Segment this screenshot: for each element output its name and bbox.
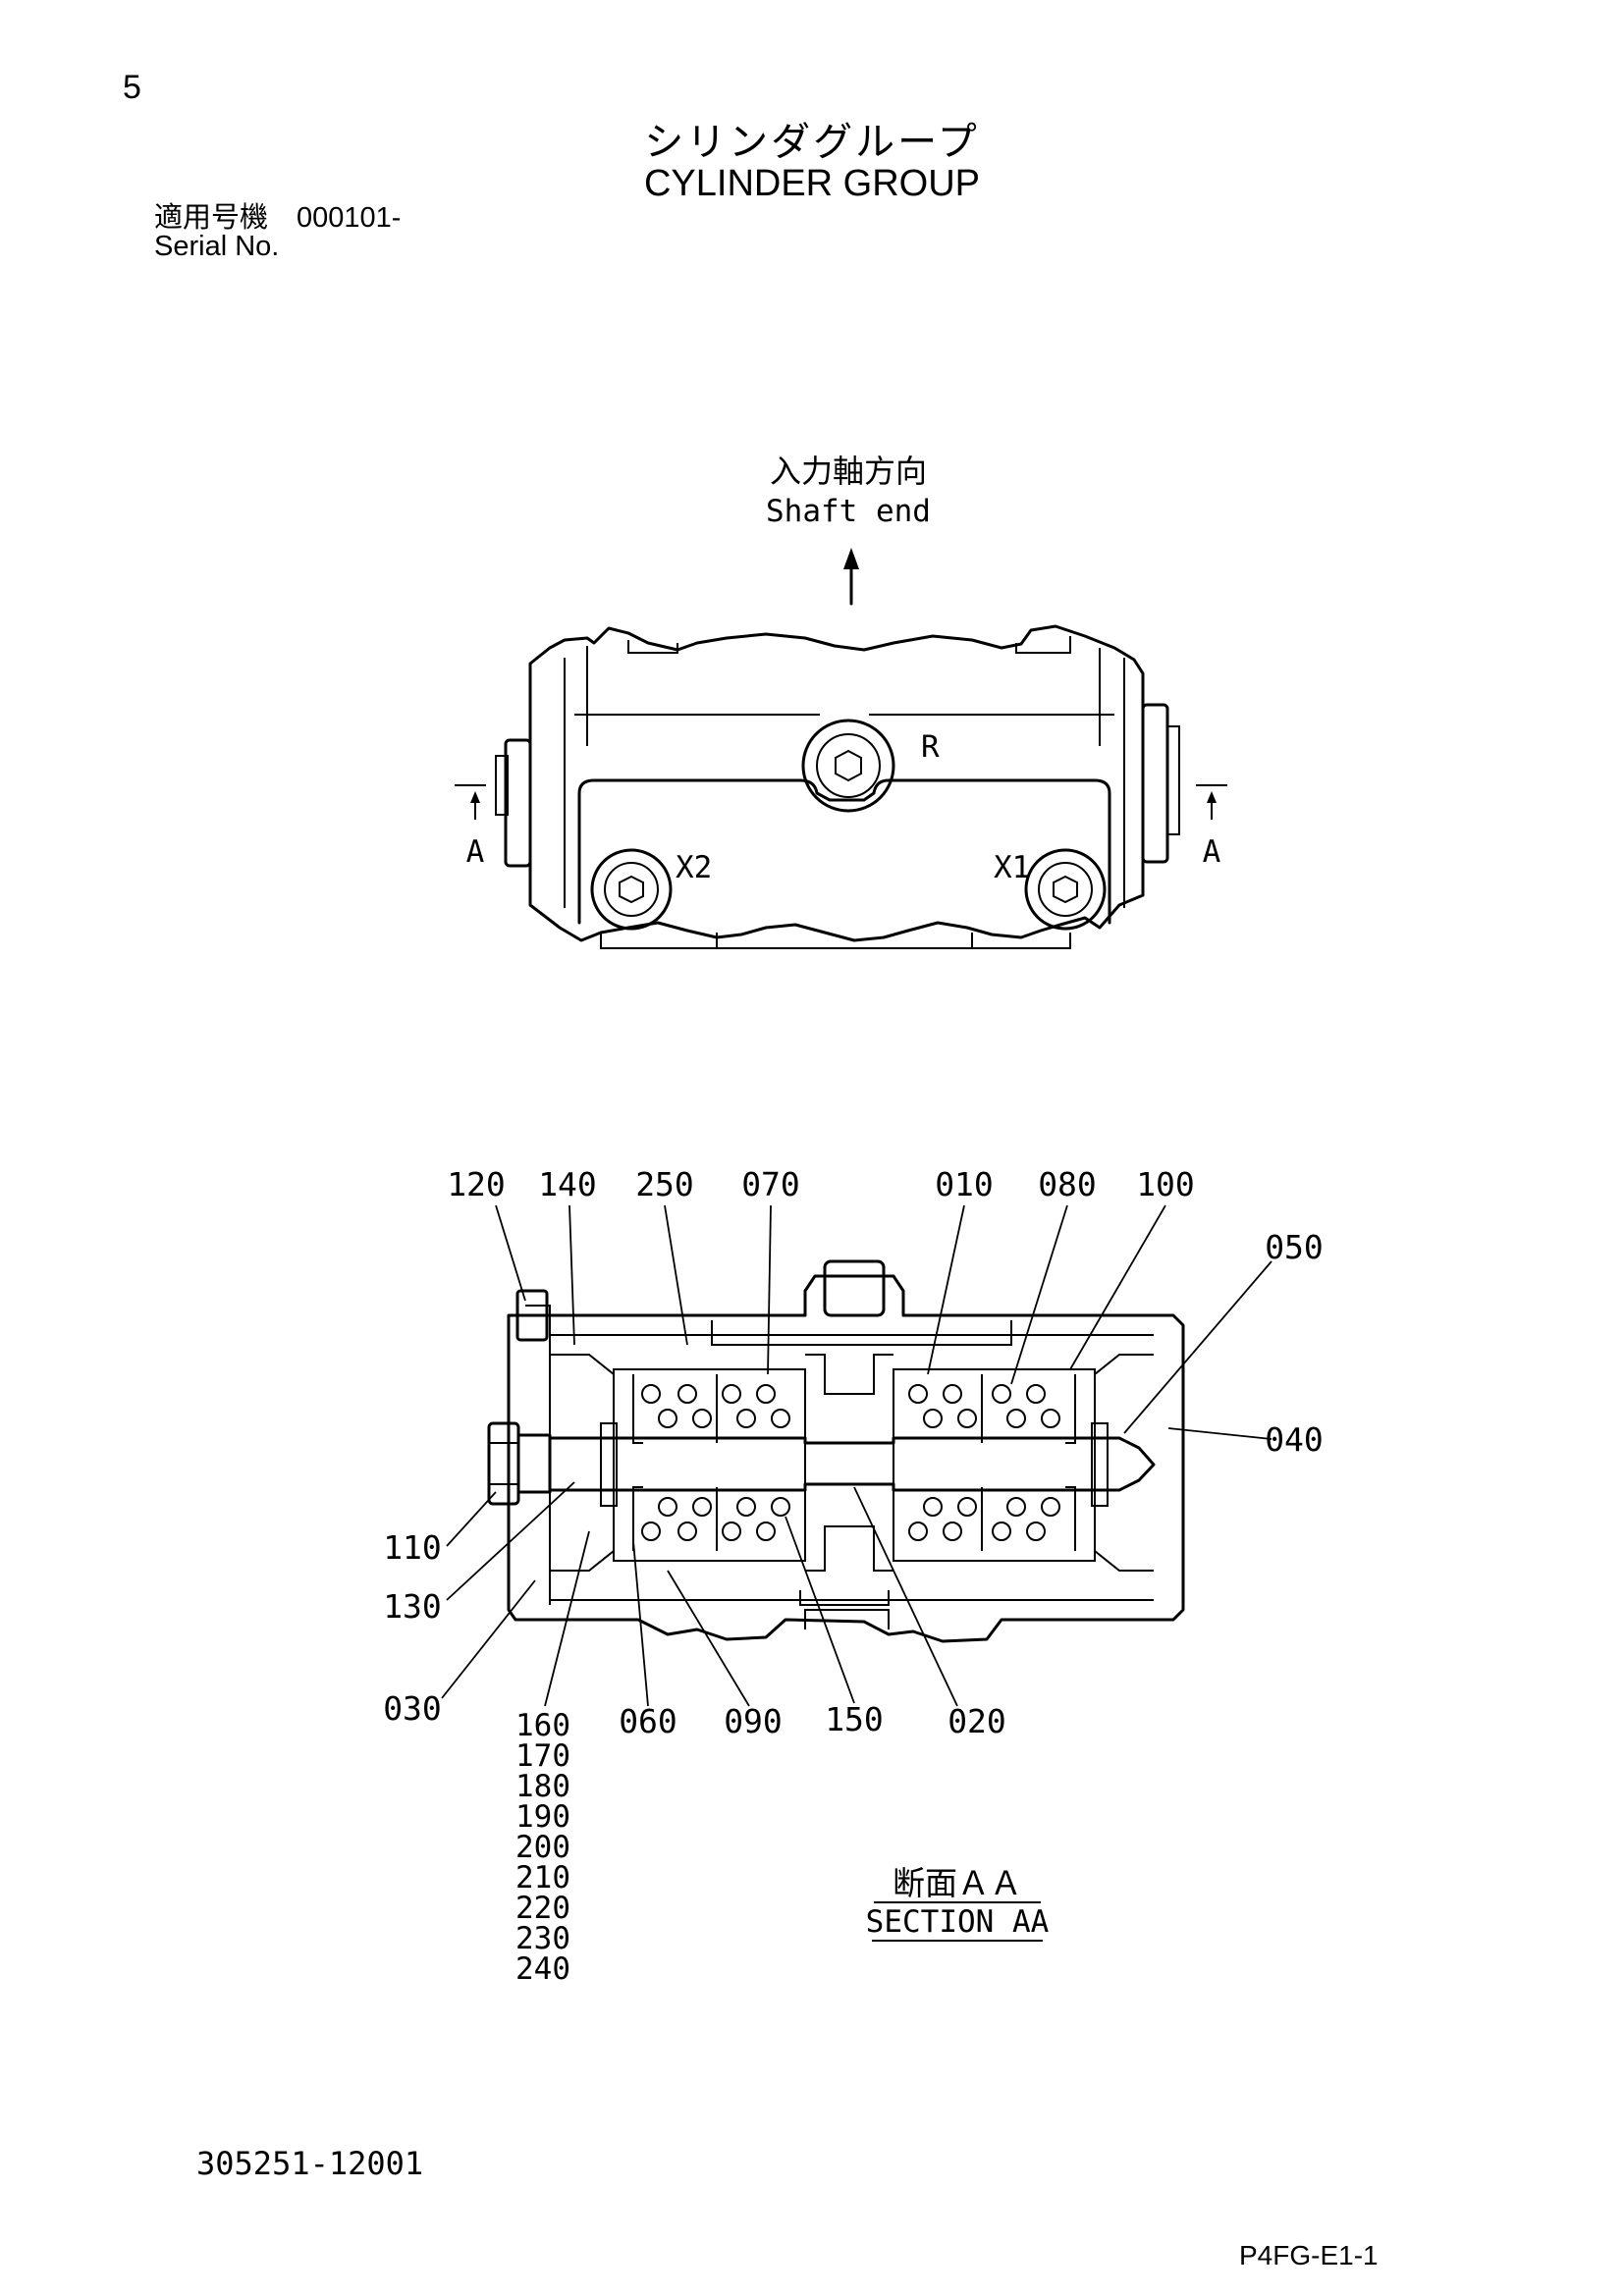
section-letter-right: A: [1203, 834, 1221, 870]
casing-outline: [507, 1274, 1185, 1643]
callout-stack-item: 170: [515, 1738, 570, 1774]
section-caption-en: SECTION AA: [866, 1904, 1050, 1940]
port-r-plug-icon: [801, 719, 895, 813]
plug-120: [515, 1289, 549, 1342]
callout-250: 250: [635, 1165, 694, 1203]
left-flange: [504, 738, 532, 868]
callout-040: 040: [1265, 1420, 1324, 1459]
title-japanese: シリンダグループ: [644, 121, 980, 164]
callout-020: 020: [947, 1702, 1006, 1740]
callout-stack-item: 160: [515, 1708, 570, 1743]
callout-140: 140: [538, 1165, 597, 1203]
callout-150: 150: [825, 1700, 884, 1738]
shaft-end-label-jp: 入力軸方向: [770, 453, 927, 490]
callout-stack-item: 180: [515, 1769, 570, 1804]
end-nut-icon: [487, 1421, 552, 1506]
section-letter-left: A: [466, 834, 485, 870]
valve-body-outline: [528, 624, 1145, 942]
shaft-end-label-en: Shaft end: [766, 494, 931, 529]
spool-shaft: [548, 1436, 1156, 1492]
callout-070: 070: [741, 1165, 800, 1203]
callout-stack-item: 240: [515, 1951, 570, 1987]
callout-030: 030: [383, 1689, 442, 1728]
callout-050: 050: [1265, 1228, 1324, 1266]
section-marker-left: A: [455, 784, 486, 870]
top-view: 入力軸方向 Shaft end: [455, 453, 1227, 949]
spring-coils-right: [908, 1384, 1060, 1541]
title-english: CYLINDER GROUP: [643, 163, 981, 204]
callout-120: 120: [447, 1165, 506, 1203]
page-number: 5: [123, 69, 141, 106]
callout-stack-item: 210: [515, 1860, 570, 1896]
right-flange: [1141, 703, 1169, 864]
callout-010: 010: [935, 1165, 994, 1203]
callout-090: 090: [724, 1702, 783, 1740]
section-marker-right: A: [1196, 784, 1227, 870]
callout-100: 100: [1136, 1165, 1195, 1203]
port-r-label: R: [921, 729, 940, 765]
serial-label-japanese: 適用号機 000101-: [154, 202, 402, 234]
spring-coils-left: [641, 1384, 790, 1541]
right-boss: [1166, 725, 1180, 835]
port-x2-plug-icon: [590, 848, 673, 931]
leader-lines: [441, 1204, 1272, 1707]
callout-stack-item: 230: [515, 1921, 570, 1956]
section-view: 120 140 250 070 010 080 100 050 040 110 …: [383, 1165, 1324, 1987]
port-x1-label: X1: [994, 850, 1030, 885]
callout-130: 130: [383, 1587, 442, 1626]
port-x2-label: X2: [676, 850, 712, 885]
top-lug: [823, 1259, 886, 1317]
sheet-id: P4FG-E1-1: [1239, 2240, 1379, 2270]
section-caption-jp: 断面ＡＡ: [893, 1864, 1022, 1902]
callout-stack-item: 220: [515, 1891, 570, 1926]
serial-label-english: Serial No.: [154, 231, 280, 262]
callout-stack-item: 190: [515, 1799, 570, 1835]
document-number: 305251-12001: [196, 2145, 424, 2182]
callout-stack-item: 200: [515, 1830, 570, 1865]
callout-060: 060: [619, 1702, 677, 1740]
callout-110: 110: [383, 1528, 442, 1567]
left-boss: [495, 755, 509, 816]
callout-080: 080: [1038, 1165, 1097, 1203]
port-x1-plug-icon: [1024, 848, 1107, 931]
shaft-direction-arrow-icon: [843, 548, 859, 606]
